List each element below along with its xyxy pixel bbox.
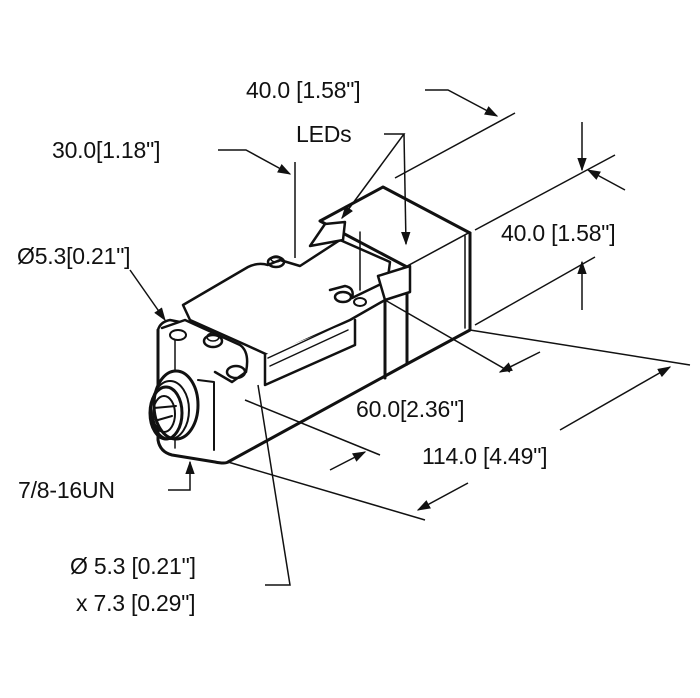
dimension-lines	[129, 89, 691, 586]
slot-dim-line2: x 7.3 [0.29"]	[76, 590, 196, 616]
dim-label-length-114: 114.0 [4.49"]	[422, 443, 548, 469]
dim-label-top-width: 40.0 [1.58"]	[246, 77, 361, 103]
dim-label-height-30: 30.0[1.18"]	[52, 137, 161, 163]
dim-label-length-60: 60.0[2.36"]	[356, 396, 465, 422]
dim-label-face-width: 40.0 [1.58"]	[501, 220, 616, 246]
connector-thread-label: 7/8-16UN	[18, 477, 115, 503]
sensor-body	[148, 185, 472, 465]
dim-label-mount-hole: Ø5.3[0.21"]	[17, 243, 131, 269]
slot-dim-line1: Ø 5.3 [0.21"]	[70, 553, 196, 579]
leds-label: LEDs	[296, 121, 352, 147]
